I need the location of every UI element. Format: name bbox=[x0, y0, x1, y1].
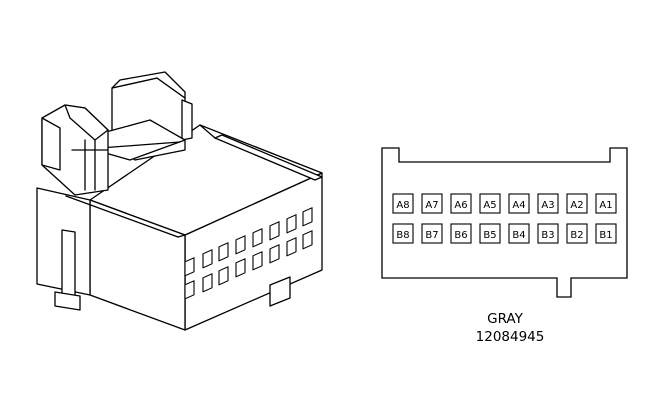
pin-cavity-box bbox=[479, 223, 501, 244]
pin-cavity-box bbox=[450, 193, 472, 214]
pin-label: A3 bbox=[541, 200, 554, 211]
pin-cavity-box bbox=[537, 223, 559, 244]
pin-label: B3 bbox=[541, 230, 554, 241]
connector-color-label: GRAY bbox=[487, 311, 523, 327]
pin-label: A5 bbox=[483, 200, 496, 211]
pin-label: A2 bbox=[570, 200, 583, 211]
pin-row-a: A8 A7 A6 A5 A4 A3 A2 A1 bbox=[392, 193, 617, 214]
pin-label: A1 bbox=[599, 200, 612, 211]
pin-row-b: B8 B7 B6 B5 B4 B3 B2 B1 bbox=[392, 223, 617, 244]
connector-part-number: 12084945 bbox=[476, 329, 545, 345]
pin-label: B6 bbox=[454, 230, 467, 241]
pin-label: A7 bbox=[425, 200, 438, 211]
pin-cavity-box bbox=[392, 193, 414, 214]
pin-cavity-box bbox=[421, 193, 443, 214]
pin-label: A4 bbox=[512, 200, 525, 211]
pin-cavity-box bbox=[595, 193, 617, 214]
pin-cavity-box bbox=[508, 193, 530, 214]
top-ridge-rail bbox=[214, 134, 323, 181]
terminal-cavities bbox=[184, 207, 313, 300]
bottom-foot bbox=[269, 276, 291, 307]
pin-label: A6 bbox=[454, 200, 467, 211]
pin-cavity-box bbox=[421, 223, 443, 244]
pin-cavity-box bbox=[479, 193, 501, 214]
pin-label: B8 bbox=[396, 230, 409, 241]
pin-label: A8 bbox=[396, 200, 409, 211]
pin-label: B4 bbox=[512, 230, 525, 241]
pin-cavity-box bbox=[595, 223, 617, 244]
pin-cavity-box bbox=[566, 223, 588, 244]
pin-label: B2 bbox=[570, 230, 583, 241]
pin-cavity-box bbox=[450, 223, 472, 244]
connector-isometric-view bbox=[36, 71, 323, 331]
pin-cavity-box bbox=[392, 223, 414, 244]
pin-cavity-box bbox=[508, 223, 530, 244]
pin-cavity-box bbox=[566, 193, 588, 214]
face-outline bbox=[381, 147, 628, 298]
connector-face-view bbox=[381, 147, 628, 298]
pin-label: B7 bbox=[425, 230, 438, 241]
pin-label: B1 bbox=[599, 230, 612, 241]
pin-cavity-box bbox=[537, 193, 559, 214]
pin-label: B5 bbox=[483, 230, 496, 241]
